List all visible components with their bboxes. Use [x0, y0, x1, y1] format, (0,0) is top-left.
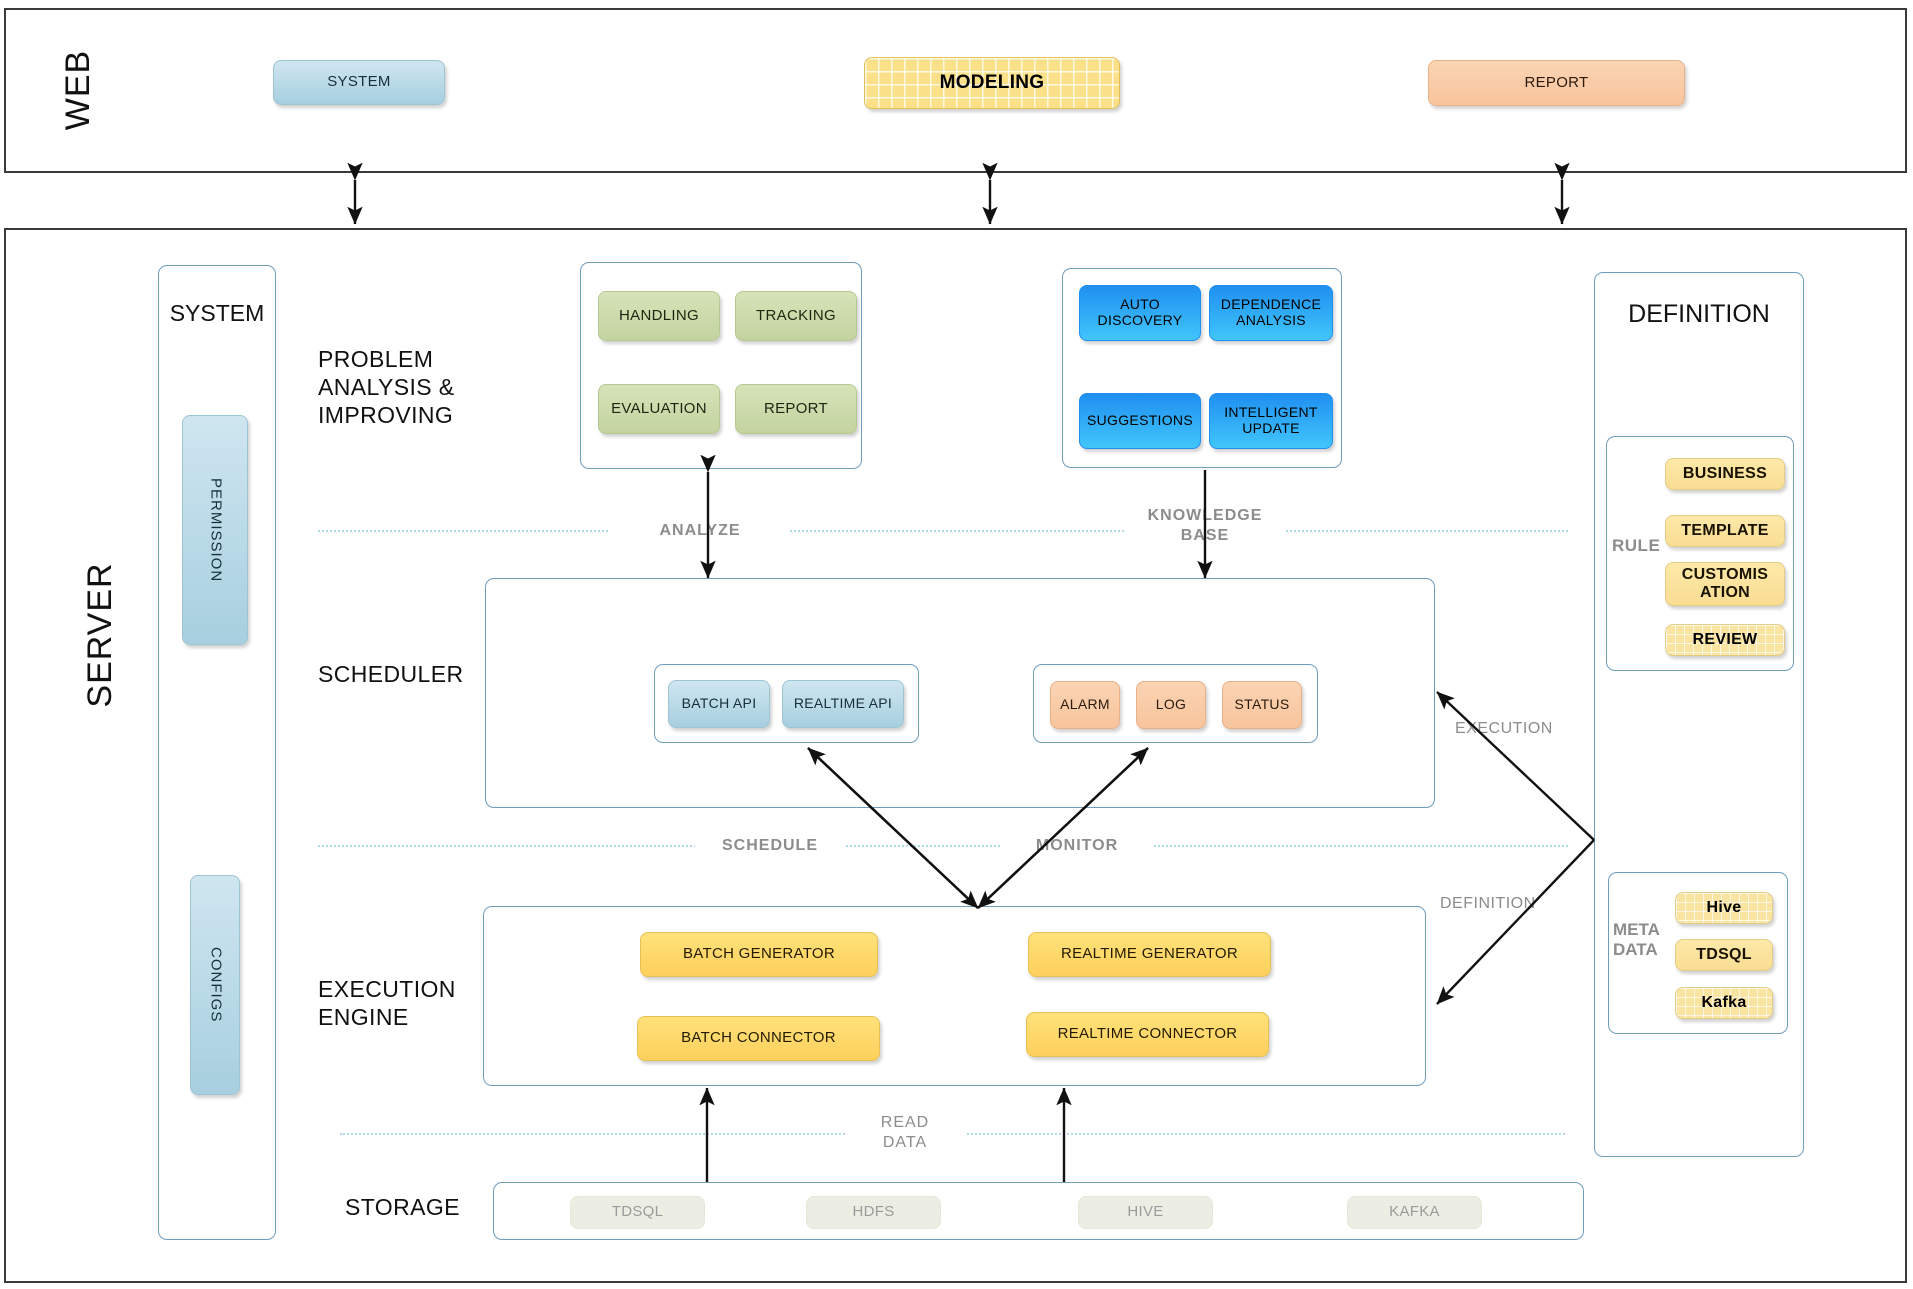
scheduler-item-status[interactable]: STATUS [1222, 681, 1302, 729]
rule-item-business-label: BUSINESS [1682, 465, 1768, 483]
scheduler-item-realtime-api[interactable]: REALTIME API [782, 680, 904, 728]
storage-item-tdsql-label: TDSQL [611, 1203, 664, 1221]
problem-item-report[interactable]: REPORT [735, 384, 857, 434]
problem-item-tracking-label: TRACKING [756, 306, 836, 324]
divider-schedule [318, 845, 1568, 847]
rule-item-template[interactable]: TEMPLATE [1665, 515, 1785, 547]
flow-label-definition: DEFINITION [1440, 895, 1536, 912]
execution-item-realtime-generator-label: REALTIME GENERATOR [1060, 945, 1239, 963]
metadata-item-hive[interactable]: Hive [1675, 892, 1773, 924]
system-chip-configs-label: CONFIGS [207, 947, 225, 1023]
execution-item-batch-generator[interactable]: BATCH GENERATOR [640, 932, 878, 977]
rule-item-review-label: REVIEW [1692, 631, 1758, 649]
system-column-title: SYSTEM [169, 300, 265, 326]
problem-item-report-label: REPORT [763, 399, 829, 417]
storage-item-kafka-label: KAFKA [1389, 1203, 1440, 1221]
knowledge-item-dependence-analysis-label: DEPENDENCE ANALYSIS [1220, 296, 1322, 328]
storage-item-kafka[interactable]: KAFKA [1347, 1196, 1482, 1229]
web-button-system[interactable]: SYSTEM [273, 60, 445, 105]
storage-item-hdfs-label: HDFS [852, 1203, 895, 1221]
flow-label-schedule: SCHEDULE [695, 836, 845, 856]
problem-row-title: PROBLEM ANALYSIS & IMPROVING [318, 346, 455, 429]
scheduler-item-realtime-api-label: REALTIME API [793, 695, 893, 712]
scheduler-item-status-label: STATUS [1234, 696, 1290, 713]
problem-item-evaluation[interactable]: EVALUATION [598, 384, 720, 434]
scheduler-item-log-label: LOG [1155, 696, 1187, 713]
knowledge-item-auto-discovery-label: AUTO DISCOVERY [1097, 296, 1183, 328]
rule-item-review[interactable]: REVIEW [1665, 624, 1785, 656]
knowledge-item-intelligent-update[interactable]: INTELLIGENT UPDATE [1209, 393, 1333, 449]
scheduler-item-log[interactable]: LOG [1136, 681, 1206, 729]
web-button-report[interactable]: REPORT [1428, 60, 1685, 106]
rule-item-business[interactable]: BUSINESS [1665, 458, 1785, 490]
storage-row-title: STORAGE [345, 1194, 460, 1220]
execution-item-batch-connector-label: BATCH CONNECTOR [681, 1029, 836, 1047]
rule-item-template-label: TEMPLATE [1681, 522, 1769, 540]
web-band-label: WEB [58, 49, 97, 131]
metadata-item-tdsql-label: TDSQL [1696, 946, 1752, 964]
problem-item-handling[interactable]: HANDLING [598, 291, 720, 341]
execution-item-batch-connector[interactable]: BATCH CONNECTOR [637, 1016, 880, 1061]
scheduler-item-batch-api-label: BATCH API [681, 695, 757, 712]
system-chip-configs[interactable]: CONFIGS [190, 875, 240, 1095]
problem-item-evaluation-label: EVALUATION [611, 399, 707, 417]
scheduler-row-title: SCHEDULER [318, 661, 464, 687]
storage-item-hive-label: HIVE [1127, 1203, 1164, 1221]
web-button-report-label: REPORT [1524, 73, 1589, 91]
knowledge-item-suggestions[interactable]: SUGGESTIONS [1079, 393, 1201, 449]
execution-item-realtime-generator[interactable]: REALTIME GENERATOR [1028, 932, 1271, 977]
execution-row-title: EXECUTION ENGINE [318, 976, 456, 1031]
problem-item-tracking[interactable]: TRACKING [735, 291, 857, 341]
web-button-modeling-label: MODELING [939, 72, 1045, 94]
storage-item-tdsql[interactable]: TDSQL [570, 1196, 705, 1229]
storage-item-hive[interactable]: HIVE [1078, 1196, 1213, 1229]
execution-panel [483, 906, 1426, 1086]
scheduler-item-batch-api[interactable]: BATCH API [668, 680, 770, 728]
rule-group-label: RULE [1612, 536, 1661, 555]
scheduler-item-alarm-label: ALARM [1060, 696, 1110, 713]
knowledge-item-intelligent-update-label: INTELLIGENT UPDATE [1224, 404, 1318, 436]
flow-label-knowledge-base: KNOWLEDGE BASE [1125, 506, 1285, 546]
storage-item-hdfs[interactable]: HDFS [806, 1196, 941, 1229]
metadata-item-kafka[interactable]: Kafka [1675, 987, 1773, 1019]
flow-label-analyze: ANALYZE [610, 521, 790, 541]
metadata-item-kafka-label: Kafka [1701, 994, 1747, 1012]
definition-column-title: DEFINITION [1628, 300, 1770, 328]
divider-analyze [318, 530, 1568, 532]
web-button-system-label: SYSTEM [327, 73, 391, 91]
rule-item-customisation[interactable]: CUSTOMIS ATION [1665, 562, 1785, 606]
metadata-item-tdsql[interactable]: TDSQL [1675, 939, 1773, 971]
metadata-item-hive-label: Hive [1706, 899, 1742, 917]
web-button-modeling[interactable]: MODELING [864, 57, 1120, 109]
flow-label-monitor: MONITOR [1002, 836, 1152, 856]
knowledge-item-suggestions-label: SUGGESTIONS [1087, 412, 1193, 429]
execution-item-batch-generator-label: BATCH GENERATOR [682, 945, 836, 963]
server-band-label: SERVER [80, 562, 119, 708]
system-chip-permission[interactable]: PERMISSION [182, 415, 248, 645]
execution-item-realtime-connector-label: REALTIME CONNECTOR [1057, 1025, 1238, 1043]
execution-item-realtime-connector[interactable]: REALTIME CONNECTOR [1026, 1012, 1269, 1057]
flow-label-read-data: READ DATA [845, 1113, 965, 1153]
knowledge-item-dependence-analysis[interactable]: DEPENDENCE ANALYSIS [1209, 285, 1333, 341]
rule-item-customisation-label: CUSTOMIS ATION [1681, 566, 1769, 601]
scheduler-item-alarm[interactable]: ALARM [1050, 681, 1120, 729]
problem-item-handling-label: HANDLING [619, 306, 699, 324]
flow-label-execution: EXECUTION [1455, 720, 1553, 737]
knowledge-item-auto-discovery[interactable]: AUTO DISCOVERY [1079, 285, 1201, 341]
system-chip-permission-label: PERMISSION [207, 477, 225, 583]
metadata-group-label: META DATA [1613, 920, 1660, 959]
